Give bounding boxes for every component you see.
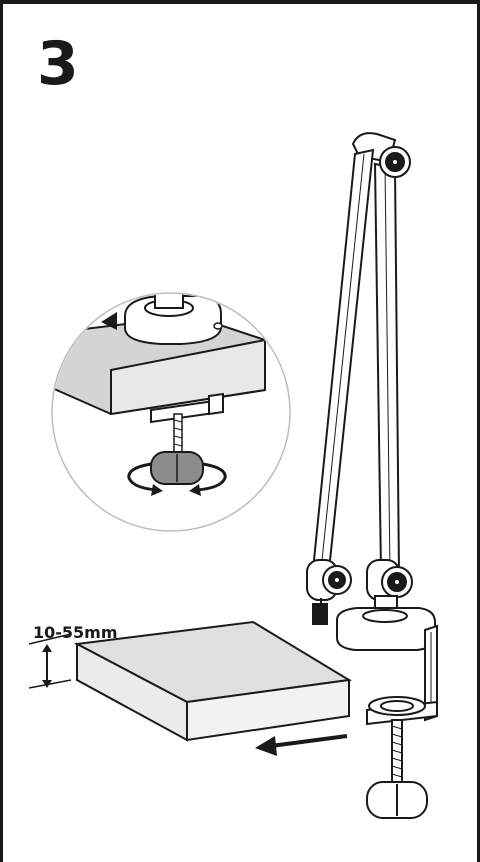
step-number: 3: [37, 29, 79, 99]
thickness-dimension: 10-55mm: [28, 623, 118, 689]
detail-callout: [51, 292, 291, 532]
tension-screw: [312, 603, 328, 625]
boom-arm: [306, 132, 413, 625]
dimension-bottom-line: [28, 679, 72, 689]
dimension-top-line: [28, 633, 72, 645]
assembly-illustration: 10-55mm: [28, 132, 438, 819]
thickness-label: 10-55mm: [33, 623, 118, 642]
detail-rotation-arrow-right: [196, 462, 227, 492]
desk-clamp: [336, 607, 438, 819]
detail-rotation-arrow-left: [127, 462, 158, 492]
desk-front-face: [186, 678, 350, 742]
desk-slab: [73, 620, 352, 742]
slide-direction-arrow: [255, 734, 348, 756]
